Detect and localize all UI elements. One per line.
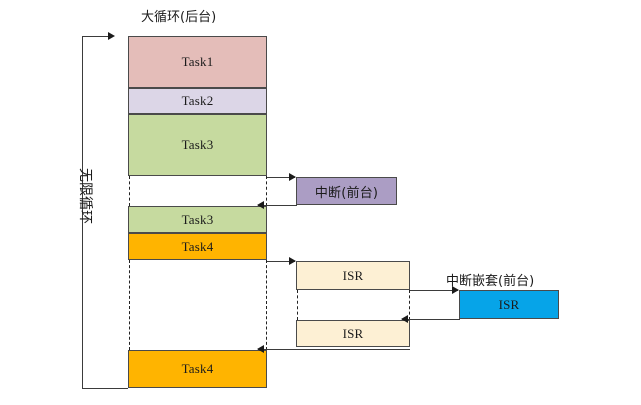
loop-left-line [82, 36, 83, 388]
loop-bottom-line [82, 388, 128, 389]
main-loop-title: 大循环(后台) [141, 10, 217, 25]
suspend-dash-right-2 [266, 260, 267, 350]
interrupt-return-line [258, 205, 297, 206]
isr-label: ISR [342, 325, 364, 341]
interrupt-return-arrow [257, 201, 264, 209]
suspend-dash-right-1 [266, 176, 267, 206]
infinite-loop-label: 无限循环 [77, 168, 93, 224]
isr-label: ISR [498, 296, 520, 312]
nested-interrupt-title: 中断嵌套(前台) [446, 274, 535, 289]
task-box-task3-second: Task3 [128, 206, 267, 233]
task-box-task2: Task2 [128, 88, 267, 114]
loop-top-line [82, 36, 110, 37]
loop-arrow-head [108, 32, 115, 40]
nested-return-line [402, 319, 460, 320]
isr-box-first: ISR [296, 261, 410, 290]
nested-enter-line [410, 290, 458, 291]
isr-enter-arrow [289, 257, 296, 265]
interrupt-box: 中断(前台) [296, 177, 397, 205]
isr-return-arrow [257, 345, 264, 353]
task-label: Task3 [181, 137, 214, 152]
task-box-task1: Task1 [128, 36, 267, 88]
interrupt-enter-arrow [289, 173, 296, 181]
suspend-dash-left-1 [129, 176, 130, 206]
task-box-task4-second: Task4 [128, 350, 267, 388]
bottom-caption [215, 396, 475, 405]
task-label: Task3 [181, 211, 214, 227]
isr-suspend-dash-right [409, 290, 410, 320]
task-label: Task4 [181, 238, 214, 254]
task-label: Task2 [181, 93, 214, 108]
interrupt-enter-line [267, 177, 295, 178]
interrupt-label: 中断(前台) [314, 185, 379, 201]
isr-box-second: ISR [296, 320, 410, 347]
isr-box-nested: ISR [459, 290, 559, 319]
isr-label: ISR [342, 267, 364, 283]
isr-return-line [258, 349, 410, 350]
task-box-task3-first: Task3 [128, 114, 267, 176]
task-box-task4-first: Task4 [128, 233, 267, 260]
isr-enter-line [267, 261, 295, 262]
nested-enter-arrow [452, 286, 459, 294]
isr-suspend-dash-left [297, 290, 298, 320]
task-label: Task4 [181, 361, 214, 376]
suspend-dash-left-2 [129, 260, 130, 350]
task-label: Task1 [181, 54, 214, 69]
nested-return-arrow [401, 315, 408, 323]
